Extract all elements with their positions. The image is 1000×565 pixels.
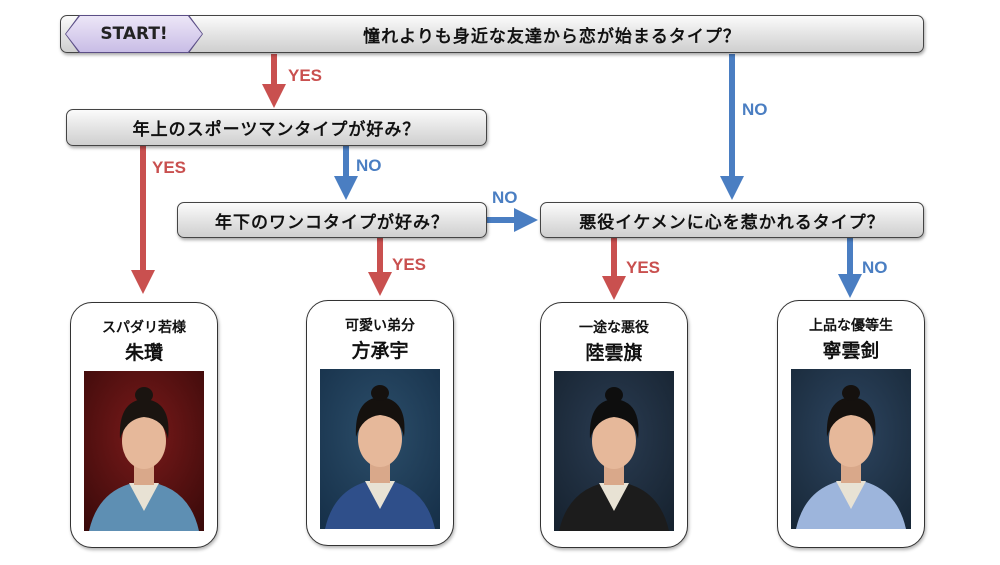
portrait-photo bbox=[84, 371, 204, 531]
portrait-topknot bbox=[605, 387, 623, 403]
portrait-hair bbox=[355, 397, 405, 437]
label-q4-no: NO bbox=[862, 258, 888, 277]
portrait-hair bbox=[119, 399, 169, 439]
portrait-photo bbox=[554, 371, 674, 531]
result-name: 陸雲旗 bbox=[585, 342, 643, 364]
portrait-face bbox=[592, 413, 636, 469]
question-3: 年下のワンコタイプが好み？ bbox=[177, 202, 487, 238]
portrait-hair bbox=[826, 397, 876, 437]
start-label: START! bbox=[100, 24, 168, 44]
portrait-photo bbox=[320, 369, 440, 529]
result-card-zhu-zan: スパダリ若様 朱瓚 bbox=[70, 302, 218, 548]
question-2: 年上のスポーツマンタイプが好み？ bbox=[66, 109, 487, 146]
result-name: 朱瓚 bbox=[124, 342, 163, 364]
result-subtitle: 上品な優等生 bbox=[809, 318, 893, 334]
portrait-collar bbox=[365, 481, 395, 509]
result-subtitle: 一途な悪役 bbox=[579, 320, 649, 336]
label-q3-yes: YES bbox=[392, 255, 427, 274]
question-4-text: 悪役イケメンに心を惹かれるタイプ？ bbox=[579, 212, 885, 233]
result-name: 方承宇 bbox=[351, 340, 409, 362]
label-q4-yes: YES bbox=[626, 258, 661, 277]
result-card-fang-chengyu: 可愛い弟分 方承宇 bbox=[306, 300, 454, 546]
question-4: 悪役イケメンに心を惹かれるタイプ？ bbox=[540, 202, 924, 238]
portrait-topknot bbox=[842, 385, 860, 401]
result-card-ning-yunzhao: 上品な優等生 寧雲釗 bbox=[777, 300, 925, 548]
result-card-lu-yunqi: 一途な悪役 陸雲旗 bbox=[540, 302, 688, 548]
result-subtitle: 可愛い弟分 bbox=[345, 318, 415, 334]
question-1: 憧れよりも身近な友達から恋が始まるタイプ？ bbox=[60, 15, 924, 53]
start-badge: START! bbox=[66, 16, 202, 52]
portrait-face bbox=[829, 411, 873, 467]
portrait-topknot bbox=[371, 385, 389, 401]
question-1-text: 憧れよりも身近な友達から恋が始まるタイプ？ bbox=[363, 26, 741, 47]
portrait-face bbox=[122, 413, 166, 469]
result-subtitle: スパダリ若様 bbox=[102, 320, 186, 336]
portrait-hair bbox=[589, 399, 639, 439]
label-q3-no: NO bbox=[492, 188, 518, 207]
label-q1-yes: YES bbox=[288, 66, 323, 85]
portrait-topknot bbox=[135, 387, 153, 403]
portrait-photo bbox=[791, 369, 911, 529]
portrait-collar bbox=[836, 481, 866, 509]
question-2-text: 年上のスポーツマンタイプが好み？ bbox=[132, 120, 421, 140]
result-name: 寧雲釗 bbox=[822, 340, 880, 362]
portrait-collar bbox=[599, 483, 629, 511]
portrait-face bbox=[358, 411, 402, 467]
question-3-text: 年下のワンコタイプが好み？ bbox=[215, 212, 449, 233]
portrait-collar bbox=[129, 483, 159, 511]
label-q2-yes: YES bbox=[152, 158, 187, 177]
label-q1-no: NO bbox=[742, 100, 768, 119]
label-q2-no: NO bbox=[356, 156, 382, 175]
